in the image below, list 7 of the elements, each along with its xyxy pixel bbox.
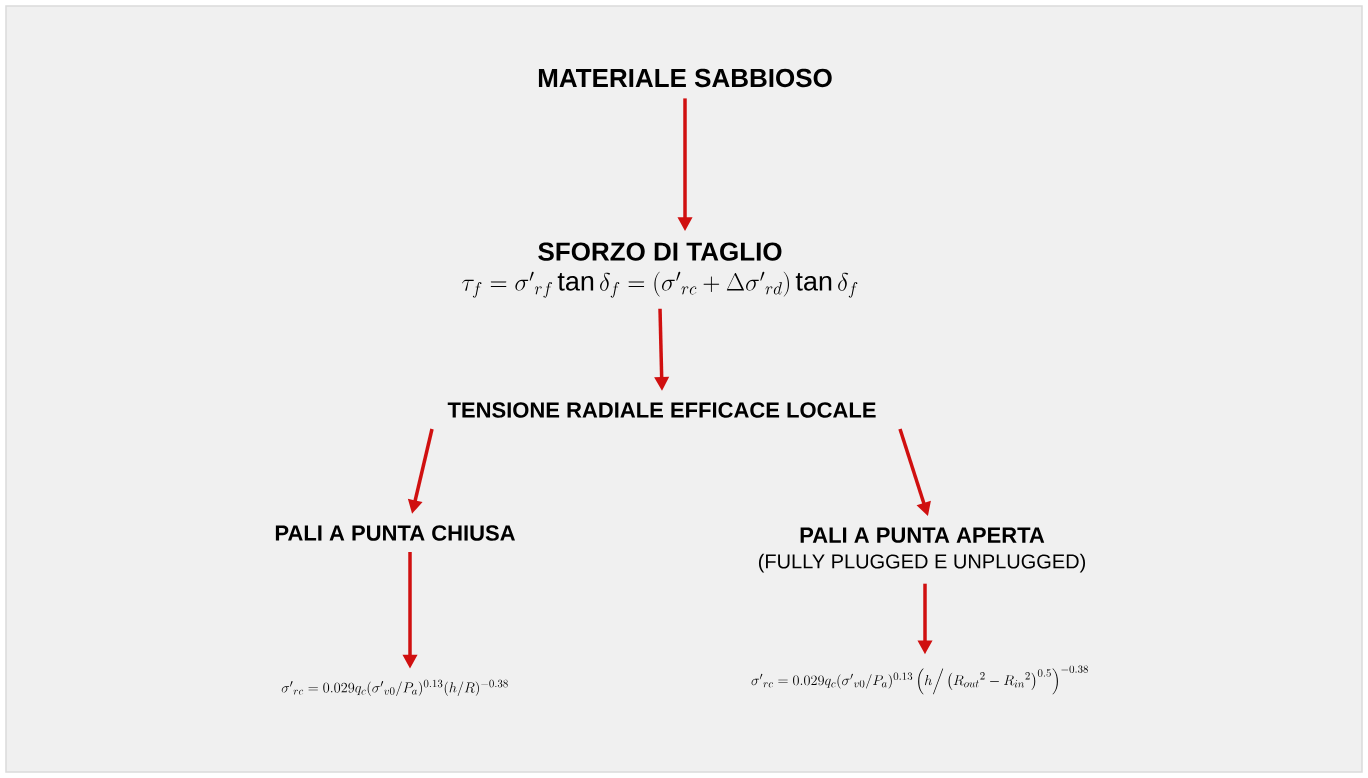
heading-with-formula: SFORZO DI TAGLIO $\tau_f = {\sigma'}_{rf}\tan\delta_f = ({\sigma'}_{rc} + \Delta{\sigma'}_{rd})\tan\delta_f$ [462,242,858,298]
formula: ${\sigma'}_{rc} = 0.029q_c({\sigma'}_{v0}/P_a)^{0.13}(h/R)^{-0.38}$ [281,679,508,696]
heading-with-subtitle: PALI A PUNTA APERTA (FULLY PLUGGED E UNPLUGGED) [758,527,1086,573]
heading-text: MATERIALE SABBIOSO [538,68,832,88]
heading-text: PALI A PUNTA CHIUSA [275,525,515,541]
formula: ${\sigma'}_{rc} = 0.029q_c({\sigma'}_{v0}/P_a)^{0.13}\left(h\Big/\left({R_{out}}^2 - {R_{in}}^2\right)^{0.5}\right)^{-0.38}$ [751,665,1089,695]
heading-text: TENSIONE RADIALE EFFICACE LOCALE [447,402,876,418]
